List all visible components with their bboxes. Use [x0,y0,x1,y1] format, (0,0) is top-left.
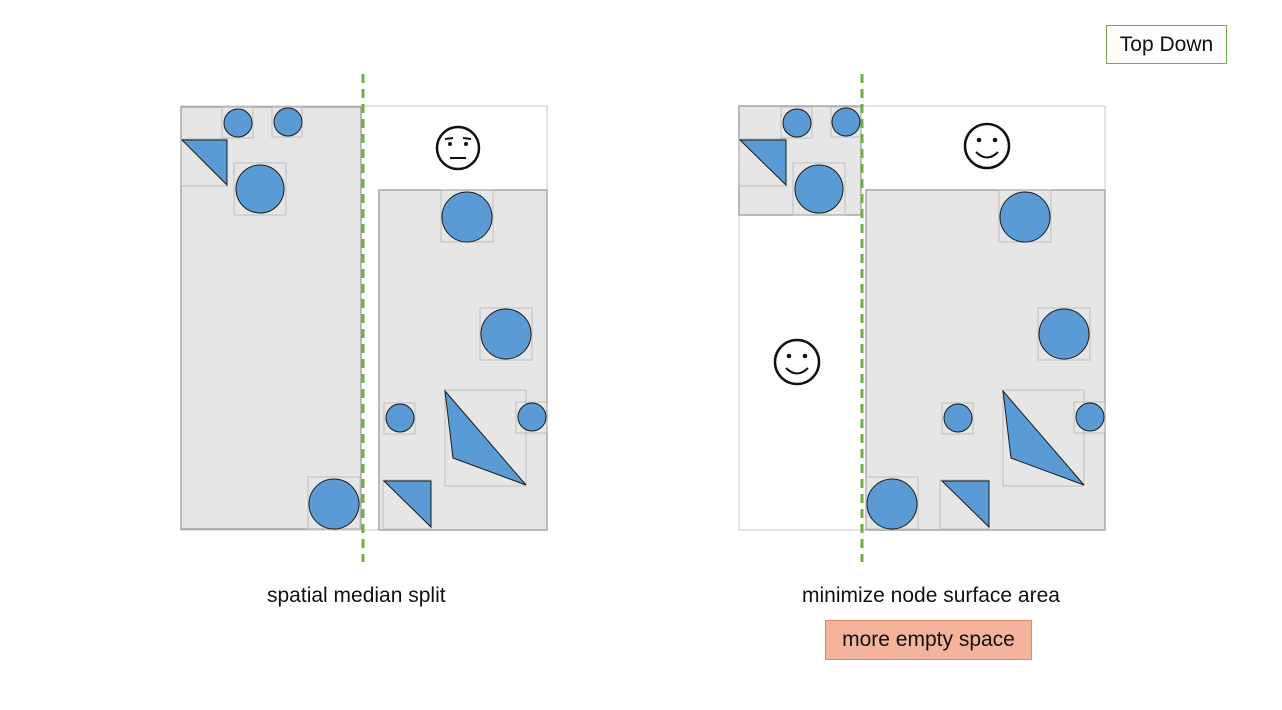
circle-primitive [517,402,547,432]
primitive-bounds [780,106,813,139]
circle-primitive [794,164,844,214]
triangle-primitive [738,139,787,187]
circle-primitive [943,403,973,433]
primitive-bounds [479,307,533,361]
circle-primitive [441,191,493,243]
circle-primitive [273,107,303,137]
right-panel [738,74,1106,562]
left-panel-caption: spatial median split [267,584,446,607]
circle-primitive [1075,402,1105,432]
primitive-bounds [1073,401,1106,434]
circle-primitive [308,478,360,530]
circle-primitive [782,108,812,138]
circle-primitive [999,191,1051,243]
triangle-primitive [180,139,228,187]
neutral-face-icon [435,125,481,171]
primitive-bounds [221,106,254,139]
circle-primitive [866,478,918,530]
smiley-face-icon [773,338,821,386]
circle-primitive [385,403,415,433]
primitive-bounds [233,162,287,216]
primitive-bounds [515,401,548,434]
circle-primitive [1038,308,1090,360]
triangle-primitive [382,480,432,529]
primitive-bounds [792,162,846,216]
left-panel [180,74,548,562]
smiley-face-icon [963,122,1011,170]
circle-primitive [223,108,253,138]
triangle-primitive [444,389,527,486]
triangle-primitive [1002,389,1085,486]
primitive-bounds [1002,389,1085,487]
circle-primitive [831,107,861,137]
primitive-bounds [941,402,974,435]
primitive-bounds [383,402,416,435]
primitive-bounds [1037,307,1091,361]
circle-primitive [480,308,532,360]
top-down-tag: Top Down [1106,25,1227,64]
triangle-primitive [940,480,990,529]
circle-primitive [235,164,285,214]
right-panel-caption: minimize node surface area [802,584,1060,607]
more-empty-space-callout: more empty space [825,620,1032,660]
primitive-bounds [444,389,527,487]
